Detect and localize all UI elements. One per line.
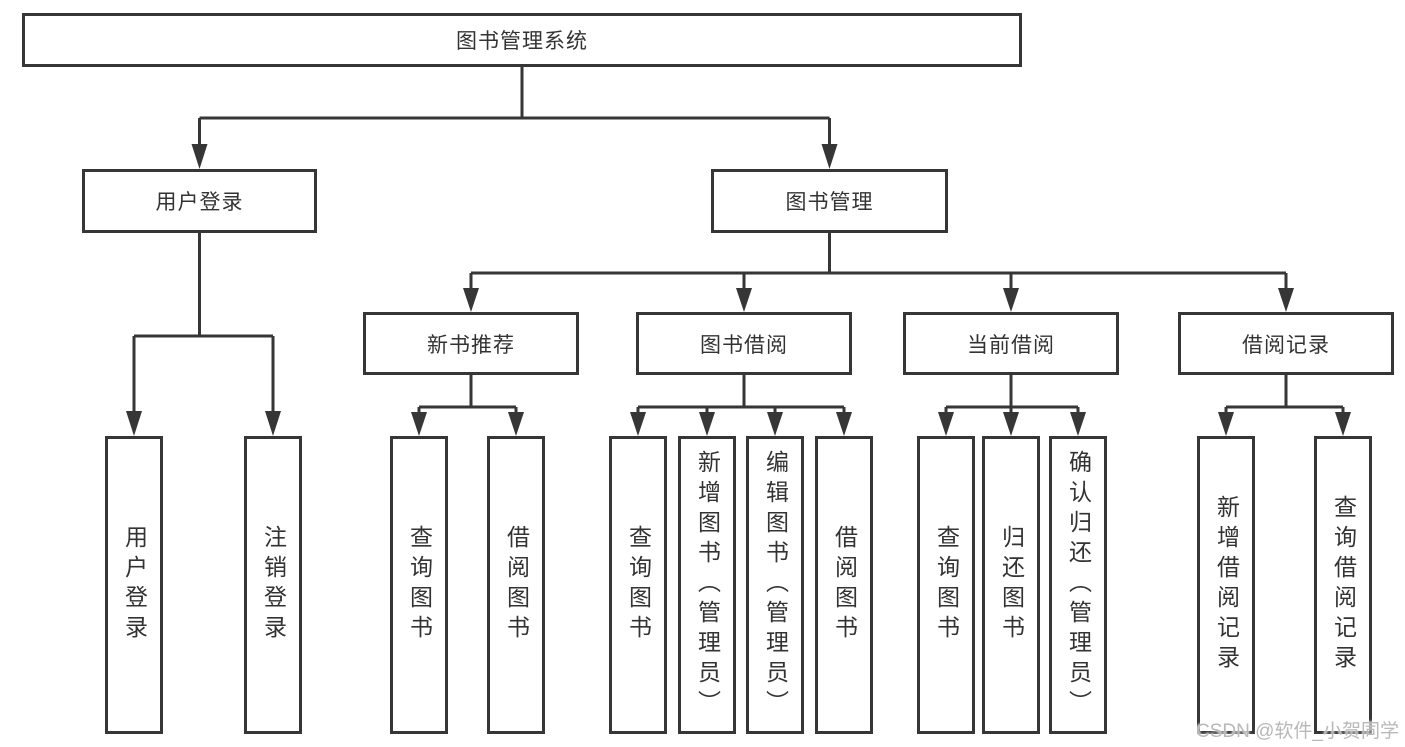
node-label: 图书借阅 [700,333,788,357]
node-label: 用户登录 [155,191,244,214]
leaf-recommend-borrow-books: 借阅图书 [487,436,545,734]
node-label: 图书管理 [785,191,874,214]
leaf-current-confirm-return-admin: 确认归还（管理员） [1049,436,1107,734]
node-label: 用户登录 [121,525,148,645]
node-label: 确认归还（管理员） [1065,450,1092,720]
arrow-down-icon [463,288,479,312]
leaf-records-add-record: 新增借阅记录 [1197,436,1255,734]
arrow-down-icon [938,412,954,436]
arrow-down-icon [411,412,427,436]
leaf-borrow-edit-books-admin: 编辑图书（管理员） [746,436,804,734]
node-user-login: 用户登录 [82,169,317,233]
arrow-down-icon [1003,288,1019,312]
watermark: CSDN @软件_小贺同学 [1196,721,1399,742]
leaf-records-query-record: 查询借阅记录 [1314,436,1372,734]
node-current-borrowing: 当前借阅 [903,312,1119,375]
arrow-down-icon [191,144,208,169]
node-label: 编辑图书（管理员） [762,450,789,720]
connector-book-borrowing [630,375,852,436]
connector-user-login [126,233,281,436]
node-label: 借阅图书 [503,525,530,645]
node-label: 查询图书 [625,525,652,645]
node-label: 借阅记录 [1242,333,1330,357]
connector-new-book-recommendation [411,375,524,436]
node-new-book-recommendation: 新书推荐 [363,312,579,375]
node-label: 注销登录 [260,525,287,645]
node-label: 新增借阅记录 [1213,495,1240,675]
leaf-borrow-borrow-books: 借阅图书 [815,436,873,734]
connector-current-borrowing [938,375,1086,436]
leaf-borrow-add-books-admin: 新增图书（管理员） [678,436,736,734]
arrow-down-icon [630,412,646,436]
leaf-user-login: 用户登录 [105,436,163,734]
leaf-current-query-books: 查询图书 [917,436,975,734]
node-label: 新书推荐 [427,333,515,357]
arrow-down-icon [736,288,752,312]
node-system-root: 图书管理系统 [22,13,1022,67]
arrow-down-icon [126,411,142,436]
node-label: 归还图书 [998,525,1025,645]
arrow-down-icon [265,411,281,436]
node-label: 新增图书（管理员） [694,450,721,720]
leaf-logout: 注销登录 [244,436,302,734]
arrow-down-icon [767,412,783,436]
arrow-down-icon [1335,412,1351,436]
connector-book-management [463,233,1294,312]
leaf-recommend-query-books: 查询图书 [390,436,448,734]
arrow-down-icon [699,412,715,436]
connector-borrowing-records [1218,375,1351,436]
node-label: 查询图书 [406,525,433,645]
arrow-down-icon [508,412,524,436]
arrow-down-icon [821,144,838,169]
node-label: 查询图书 [933,525,960,645]
arrow-down-icon [1278,288,1294,312]
leaf-current-return-books: 归还图书 [982,436,1040,734]
node-label: 借阅图书 [831,525,858,645]
node-book-management: 图书管理 [711,169,948,233]
node-label: 当前借阅 [967,333,1055,357]
arrow-down-icon [836,412,852,436]
arrow-down-icon [1218,412,1234,436]
node-label: 图书管理系统 [456,30,588,53]
arrow-down-icon [1070,412,1086,436]
node-borrowing-records: 借阅记录 [1178,312,1394,375]
leaf-borrow-query-books: 查询图书 [609,436,667,734]
node-book-borrowing: 图书借阅 [636,312,852,375]
arrow-down-icon [1003,412,1019,436]
connector-root [191,67,838,169]
node-label: 查询借阅记录 [1330,495,1357,675]
